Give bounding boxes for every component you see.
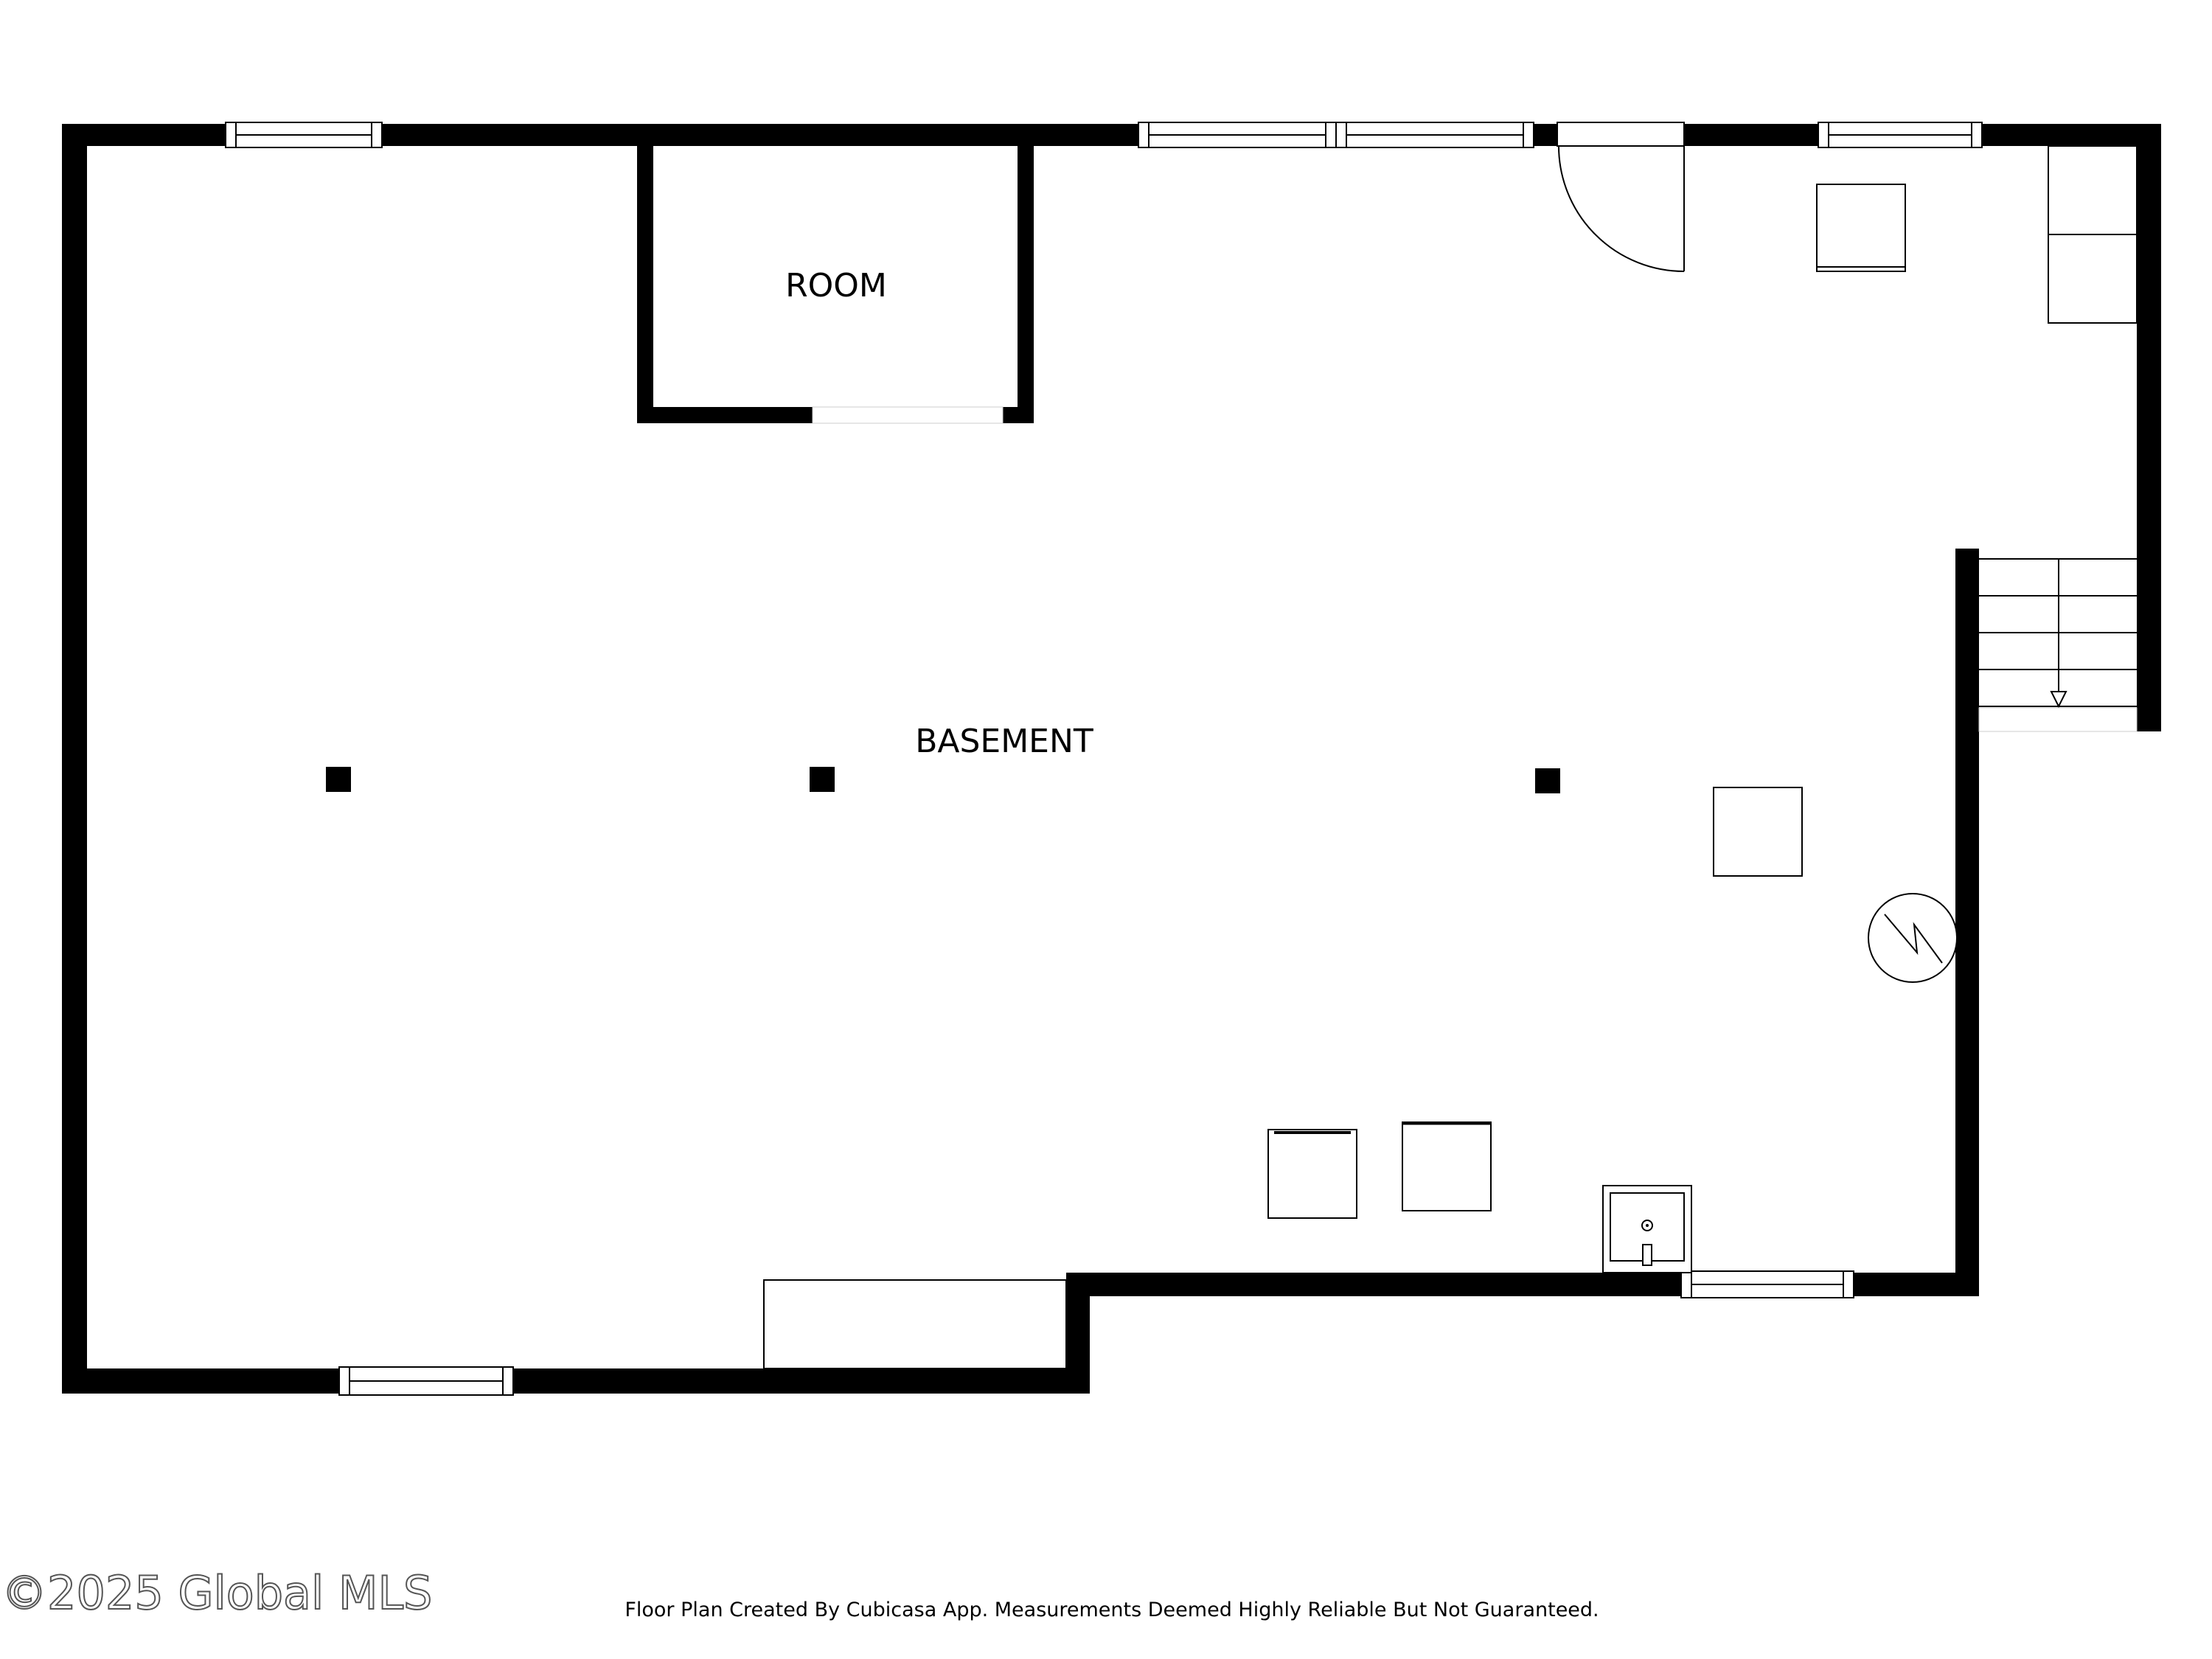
wall-right-upper (2137, 124, 2161, 731)
room-wall-right (1018, 140, 1034, 423)
entry-door (1557, 122, 1685, 272)
basement-label: BASEMENT (915, 723, 1093, 760)
disclaimer-text: Floor Plan Created By Cubicasa App. Meas… (625, 1599, 1599, 1621)
bulkhead-bottom (763, 1279, 1067, 1369)
wall-right-lower (1955, 549, 1979, 1296)
exterior-walls (62, 124, 2161, 1394)
window-bottom-right (1680, 1270, 1854, 1298)
windows (225, 122, 1983, 1396)
appliance-top-right (1816, 184, 1906, 272)
room-walls (637, 140, 1034, 424)
wall-top (62, 124, 2161, 146)
support-posts (326, 767, 1560, 793)
fixtures (763, 145, 2138, 1369)
electric-symbol-icon (1868, 893, 1958, 983)
dryer (1402, 1121, 1492, 1211)
utility-sink (1602, 1185, 1692, 1273)
arrow-down-icon (2050, 691, 2067, 709)
wall-left (62, 124, 87, 1394)
window-top-center-right (1335, 122, 1534, 148)
room-doorway (812, 406, 1004, 424)
appliance-mid-right (1713, 787, 1803, 877)
post-1 (326, 767, 351, 792)
washer (1267, 1129, 1357, 1219)
room-wall-left (637, 140, 653, 423)
window-top-left (225, 122, 383, 148)
stairs (1978, 558, 2138, 732)
post-2 (810, 767, 835, 792)
window-bottom-left (338, 1366, 514, 1396)
window-top-center-left (1138, 122, 1337, 148)
watermark-text: ©2025 Global MLS (1, 1566, 432, 1620)
window-top-right (1818, 122, 1983, 148)
room-label: ROOM (785, 267, 887, 305)
shelf-top-right (2048, 145, 2138, 324)
post-3 (1535, 768, 1560, 793)
wall-bottom-left (62, 1368, 1090, 1394)
